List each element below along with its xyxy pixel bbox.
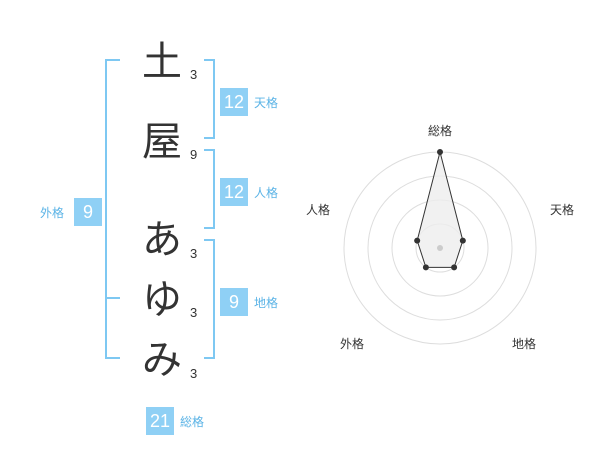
jinkaku-value: 12 [220, 178, 248, 206]
radar-point-0 [437, 149, 443, 155]
name-char-3: あ [142, 217, 182, 263]
radar-axis-label-jinkaku: 人格 [306, 203, 331, 217]
chikaku-label: 地格 [254, 296, 279, 310]
tenkaku-value: 12 [220, 88, 248, 116]
stroke-count-5: 3 [190, 366, 198, 381]
name-char-4: ゆ [142, 277, 182, 323]
name-char-2: 屋 [142, 119, 182, 165]
radar-point-1 [459, 237, 466, 244]
soukaku-value: 21 [146, 407, 174, 435]
radar-axis-label-soukaku: 総格 [428, 124, 453, 138]
stroke-count-4: 3 [190, 305, 198, 320]
radar-point-2 [451, 264, 458, 271]
radar-center-dot [437, 245, 443, 251]
gaikaku-label: 外格 [40, 206, 65, 220]
radar-axis-label-gaikaku: 外格 [340, 337, 365, 351]
tenkaku-bracket [204, 59, 215, 139]
name-char-5: み [142, 337, 182, 383]
chikaku-bracket [204, 239, 215, 359]
tenkaku-label: 天格 [254, 96, 279, 110]
gaikaku-bracket [105, 59, 120, 359]
radar-axis-label-chikaku: 地格 [512, 337, 537, 351]
soukaku-label: 総格 [180, 415, 205, 429]
stroke-count-2: 9 [190, 147, 198, 162]
radar-axis-label-tenkaku: 天格 [550, 203, 575, 217]
chikaku-value: 9 [220, 288, 248, 316]
stroke-count-1: 3 [190, 67, 198, 82]
jinkaku-bracket [204, 149, 215, 229]
jinkaku-label: 人格 [254, 186, 279, 200]
name-char-1: 土 [142, 39, 182, 85]
gaikaku-value: 9 [74, 198, 102, 226]
stroke-count-3: 3 [190, 246, 198, 261]
radar-polygon [416, 151, 464, 268]
radar-point-3 [422, 264, 429, 271]
radar-point-4 [414, 237, 421, 244]
